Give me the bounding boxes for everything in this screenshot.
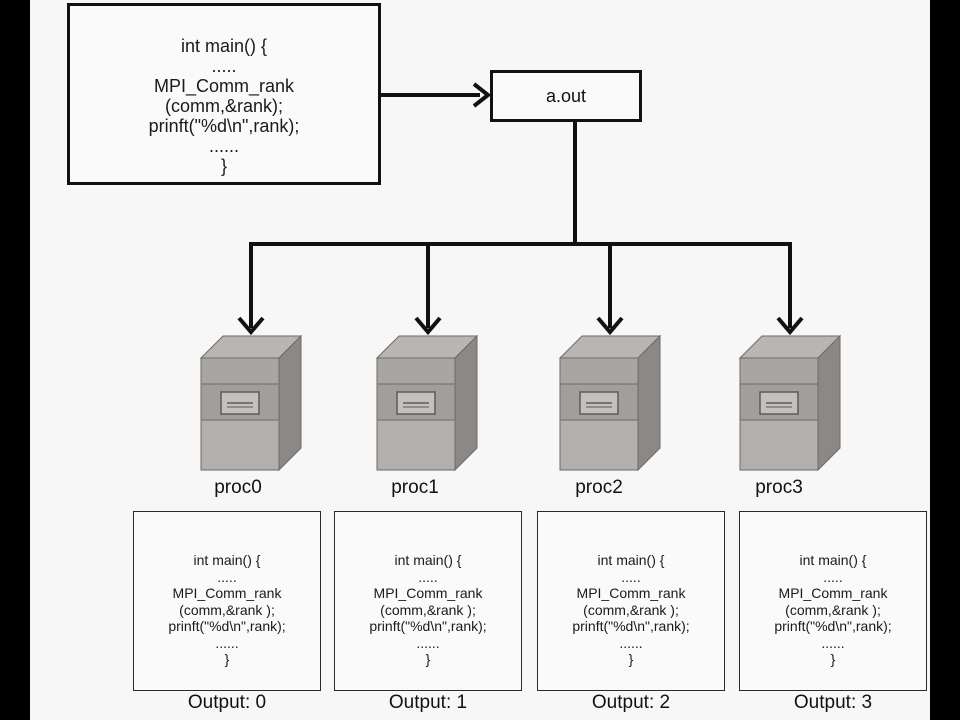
code-line: (comm,&rank ); [785,601,881,618]
code-line: (comm,&rank); [164,96,283,116]
code-line: ..... [418,568,438,585]
mpi-diagram: int main() { ..... MPI_Comm_rank (comm,&… [30,0,930,720]
code-line: ...... [619,634,643,651]
code-line: int main() { [394,552,462,568]
source-code-box: int main() { ..... MPI_Comm_rank (comm,&… [67,3,381,185]
proc-label: proc3 [755,477,803,498]
code-line: } [224,651,230,667]
proc-code: int main() { ..... MPI_Comm_rank (comm,&… [740,552,926,668]
code-line: } [628,651,634,667]
branch-proc3 [776,244,804,336]
code-line: (comm,&rank ); [583,601,679,618]
code-line: MPI_Comm_rank [778,585,888,601]
code-line: } [425,651,431,667]
code-line: } [220,156,227,176]
proc-label: proc1 [391,477,439,498]
proc-code: int main() { ..... MPI_Comm_rank (comm,&… [335,552,521,668]
code-line: } [830,651,836,667]
server-icon-proc0 [200,335,302,471]
code-line: (comm,&rank ); [179,601,275,618]
branch-proc2 [596,244,624,336]
code-line: prinft("%d\n",rank); [369,618,487,634]
code-line: prinft("%d\n",rank); [168,618,286,634]
output-label: Output: 0 [187,692,267,713]
code-line: int main() { [799,552,867,568]
output-label: Output: 3 [793,692,873,713]
branch-proc1 [414,244,442,336]
executable-label: a.out [545,85,587,106]
server-icon-proc2 [559,335,661,471]
code-line: MPI_Comm_rank [373,585,483,601]
code-line: ...... [416,634,440,651]
proc-label: proc2 [575,477,623,498]
code-line: int main() { [193,552,261,568]
source-code: int main() { ..... MPI_Comm_rank (comm,&… [70,36,378,176]
code-line: int main() { [180,36,268,56]
code-line: prinft("%d\n",rank); [774,618,892,634]
proc0-code-box: int main() { ..... MPI_Comm_rank (comm,&… [133,511,321,691]
code-line: ..... [217,568,237,585]
proc-code: int main() { ..... MPI_Comm_rank (comm,&… [538,552,724,668]
code-line: ..... [211,56,237,76]
proc2-code-box: int main() { ..... MPI_Comm_rank (comm,&… [537,511,725,691]
code-line: (comm,&rank ); [380,601,476,618]
code-line: ..... [621,568,641,585]
proc-label: proc0 [214,477,262,498]
proc1-code-box: int main() { ..... MPI_Comm_rank (comm,&… [334,511,522,691]
code-line: int main() { [597,552,665,568]
code-line: MPI_Comm_rank [172,585,282,601]
output-label: Output: 1 [388,692,468,713]
proc-code: int main() { ..... MPI_Comm_rank (comm,&… [134,552,320,668]
server-icon-proc3 [739,335,841,471]
code-line: ...... [821,634,845,651]
output-label: Output: 2 [591,692,671,713]
server-icon-proc1 [376,335,478,471]
code-line: ...... [215,634,239,651]
code-line: MPI_Comm_rank [576,585,686,601]
proc3-code-box: int main() { ..... MPI_Comm_rank (comm,&… [739,511,927,691]
code-line: ...... [208,136,239,156]
code-line: ..... [823,568,843,585]
code-line: prinft("%d\n",rank); [572,618,690,634]
connector-layer [200,82,841,471]
branch-proc0 [237,244,265,336]
executable-box: a.out [490,70,642,122]
code-line: prinft("%d\n",rank); [148,116,300,136]
source-to-aout-arrowhead [472,82,492,108]
code-line: MPI_Comm_rank [153,76,295,96]
